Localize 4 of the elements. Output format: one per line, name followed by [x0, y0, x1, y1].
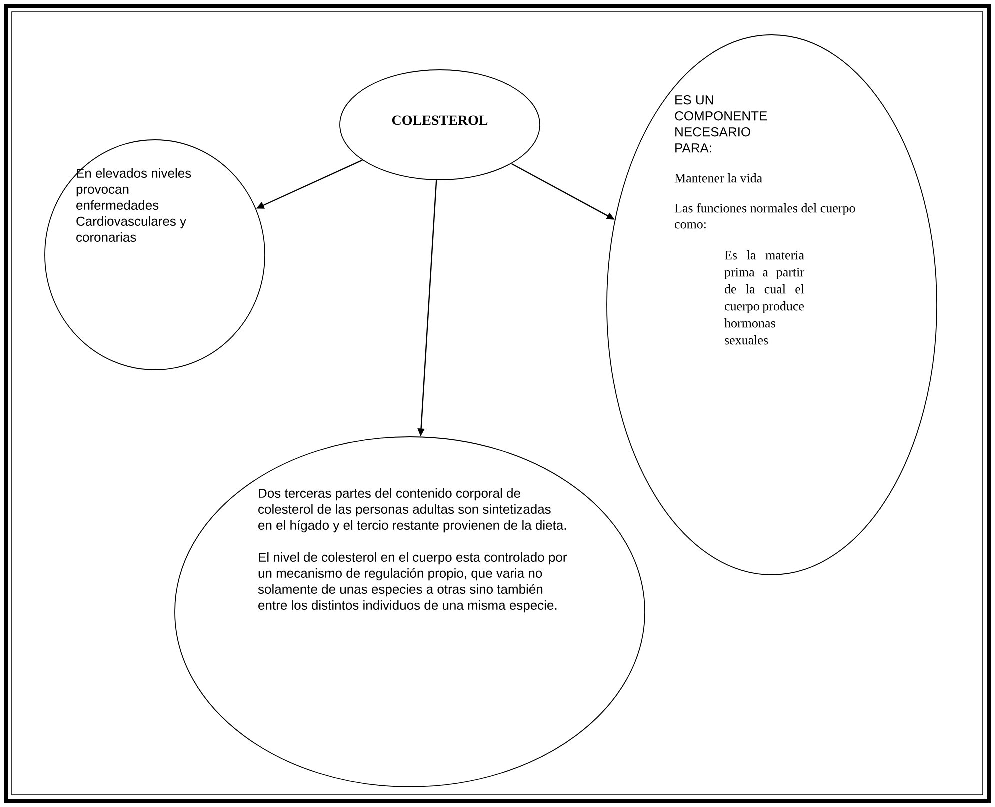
ellipse-node: En elevados niveles provocan enfermedades Cardiovasculares y coronarias: [44, 140, 266, 370]
ellipse-node: Dos terceras partes del contenido corporal de colesterol de las personas adultas son sintetizadas en el hígado y el tercio restante provienen de la dieta. El nivel de colesterol en el cuerpo esta controlado por un mecanismo de regulación propio, que varia no solamente de unas especies a otras sino también entre los distintos individuos de una misma especie.: [174, 436, 646, 788]
ellipse-node: COLESTEROL: [340, 70, 540, 180]
ellipse-node: ES UN COMPONENTE NECESARIO PARA: Mantener la vida Las funciones normales del cuerpo como: Es la materia prima a partir de la cual el cuerpo produce hormonas sexuales: [606, 34, 938, 576]
